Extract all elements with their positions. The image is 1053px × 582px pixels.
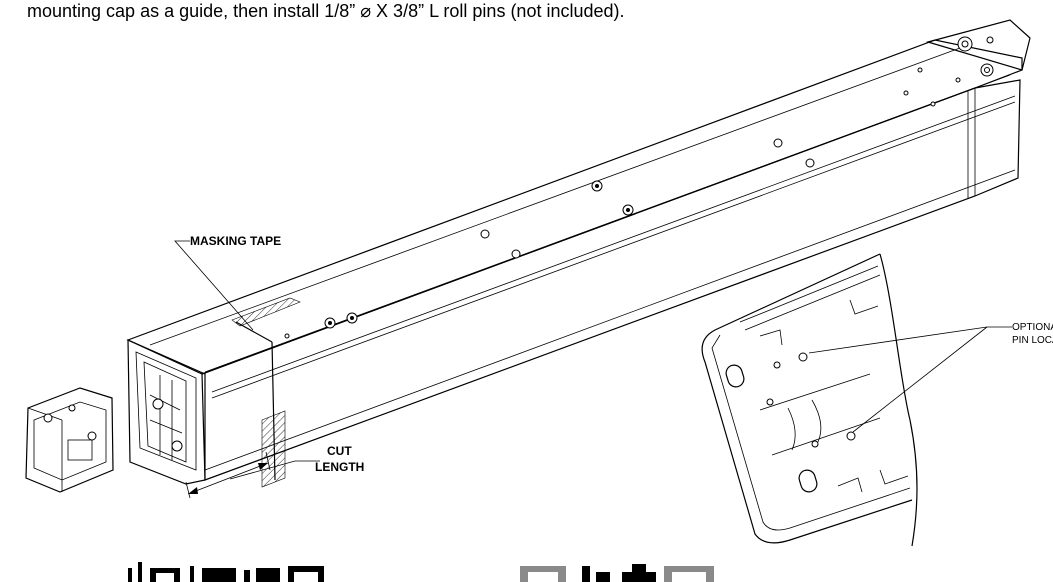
cut-label: CUT <box>327 444 352 458</box>
extrusion-bar <box>126 19 1031 488</box>
optional-roll-label: OPTIONAL ROLL <box>1012 322 1053 333</box>
bar-holes <box>284 36 994 339</box>
roll-pin-callout: OPTIONAL ROLL PIN LOCATIONS <box>808 322 1053 433</box>
masking-tape-callout: MASKING TAPE <box>174 234 281 331</box>
instruction-text: mounting cap as a guide, then install 1/… <box>27 1 625 21</box>
masking-tape-label: MASKING TAPE <box>190 234 281 248</box>
end-cap <box>25 387 114 493</box>
detail-view <box>701 253 918 547</box>
length-label: LENGTH <box>315 460 364 474</box>
cut-length-callout: CUT LENGTH <box>185 444 364 499</box>
bottom-icons <box>128 562 714 582</box>
pin-locations-label: PIN LOCATIONS <box>1012 335 1053 346</box>
